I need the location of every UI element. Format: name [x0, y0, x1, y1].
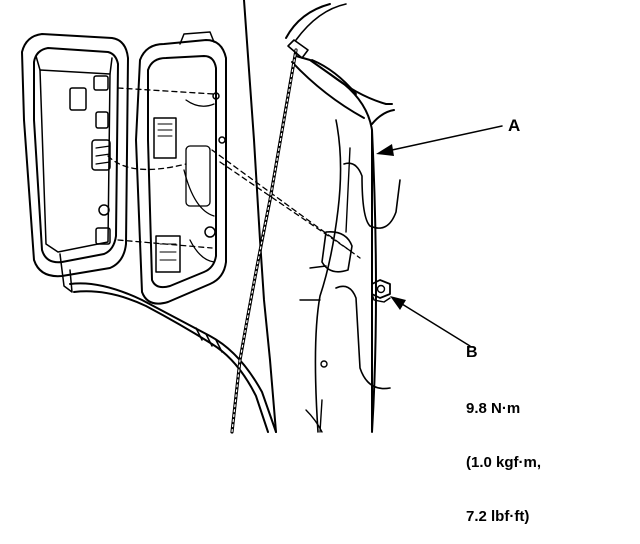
wire-harness: [69, 282, 277, 433]
body-pillar-panel: [243, 0, 401, 433]
mounting-bracket: [135, 31, 227, 305]
torque-spec-line: 9.8 N·m: [466, 400, 521, 417]
leader-b: [390, 296, 471, 347]
lamp-housing: [21, 33, 129, 293]
callout-label-a: A: [508, 116, 521, 135]
callout-label-b: B: [466, 344, 478, 361]
nut-icon: [371, 279, 391, 303]
pillar-cable: [230, 3, 347, 434]
exploded-assembly-diagram: [21, 0, 503, 434]
torque-spec-line: 7.2 lbf·ft): [466, 508, 530, 525]
leader-a: [376, 125, 503, 156]
torque-spec: 9.8 N·m (1.0 kgf·m, 7.2 lbf·ft): [466, 364, 541, 544]
alignment-lines: [107, 87, 361, 259]
torque-spec-line: (1.0 kgf·m,: [466, 454, 542, 471]
